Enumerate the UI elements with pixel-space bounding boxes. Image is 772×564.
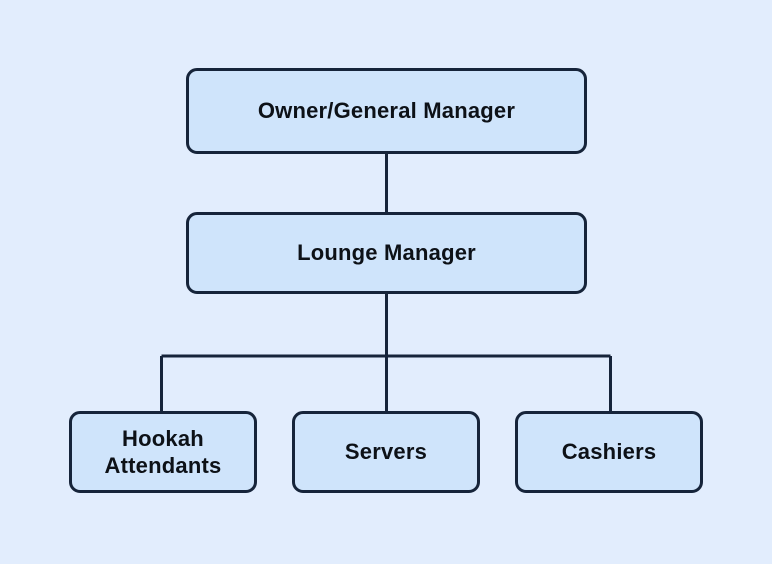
node-lounge-manager[interactable]: Lounge Manager — [186, 212, 587, 294]
node-hookah-attendants[interactable]: Hookah Attendants — [69, 411, 257, 493]
node-label: Servers — [344, 439, 428, 465]
node-label: Cashiers — [561, 439, 657, 465]
node-label: Hookah Attendants — [104, 425, 222, 479]
node-label: Owner/General Manager — [257, 98, 516, 124]
node-owner-general-manager[interactable]: Owner/General Manager — [186, 68, 587, 154]
node-cashiers[interactable]: Cashiers — [515, 411, 703, 493]
node-label: Lounge Manager — [297, 240, 476, 266]
node-servers[interactable]: Servers — [292, 411, 480, 493]
